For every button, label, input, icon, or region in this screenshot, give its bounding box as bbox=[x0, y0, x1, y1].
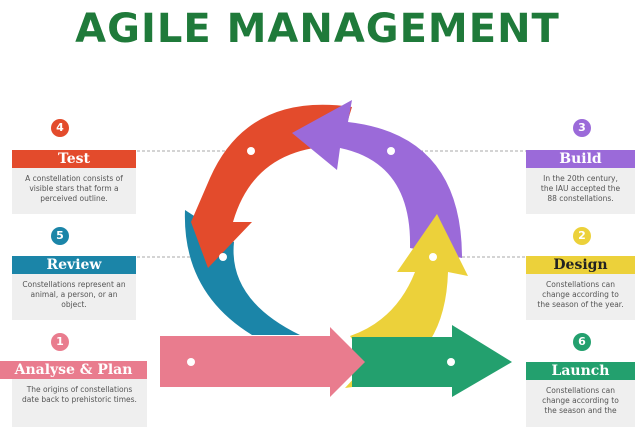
dot-analyse bbox=[187, 358, 195, 366]
step-label-test: Test bbox=[12, 150, 136, 168]
build-arc bbox=[292, 100, 462, 258]
dot-build bbox=[387, 147, 395, 155]
step-label-design: Design bbox=[526, 256, 635, 274]
step-desc-build: In the 20th century, the IAU accepted th… bbox=[526, 168, 635, 214]
step-number-badge: 3 bbox=[573, 119, 591, 137]
step-number-badge: 4 bbox=[51, 119, 69, 137]
step-label-review: Review bbox=[12, 256, 136, 274]
step-label-build: Build bbox=[526, 150, 635, 168]
analyse-arrow bbox=[160, 327, 365, 397]
step-desc-test: A constellation consists of visible star… bbox=[12, 168, 136, 214]
dot-review bbox=[219, 253, 227, 261]
step-label-launch: Launch bbox=[526, 362, 635, 380]
step-desc-launch: Constellations can change according to t… bbox=[526, 380, 635, 427]
dot-launch bbox=[447, 358, 455, 366]
step-number-badge: 1 bbox=[51, 333, 69, 351]
step-desc-design: Constellations can change according to t… bbox=[526, 274, 635, 320]
dot-test bbox=[247, 147, 255, 155]
step-desc-analyse-plan: The origins of constellations date back … bbox=[12, 379, 147, 427]
launch-arrow bbox=[352, 325, 512, 397]
step-desc-review: Constellations represent an animal, a pe… bbox=[12, 274, 136, 320]
step-number-badge: 5 bbox=[51, 227, 69, 245]
step-label-analyse-plan: Analyse & Plan bbox=[0, 361, 147, 379]
page-title: AGILE MANAGEMENT bbox=[75, 6, 560, 52]
step-number-badge: 2 bbox=[573, 227, 591, 245]
dot-design bbox=[429, 253, 437, 261]
step-number-badge: 6 bbox=[573, 333, 591, 351]
